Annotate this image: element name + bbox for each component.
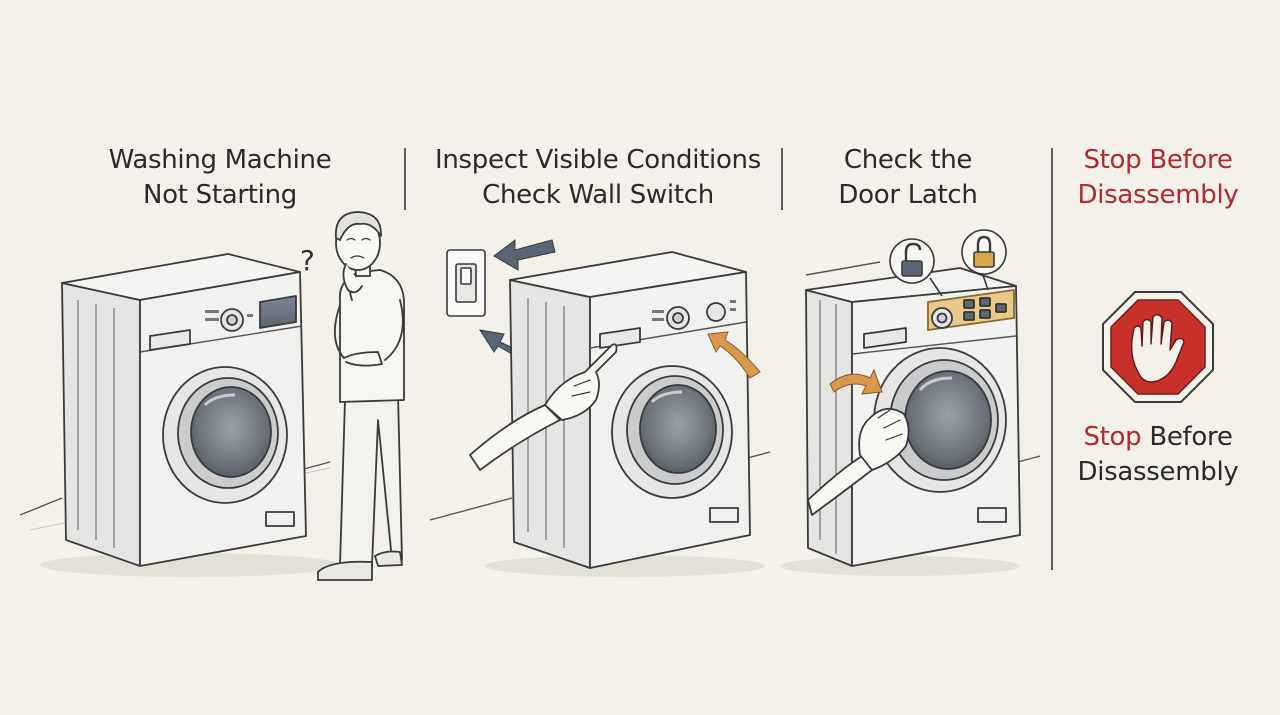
panel-3-title-line2: Door Latch	[838, 180, 978, 210]
panel-3-title-line1: Check the	[843, 145, 973, 175]
panel-4-title-line2: Disassembly	[1077, 180, 1239, 210]
panel-1-scene: ?	[19, 211, 405, 581]
stop-caption-line2: Disassembly	[1077, 457, 1239, 487]
locked-padlock-icon	[961, 229, 1007, 291]
stop-caption-line1: Stop Before	[1068, 420, 1248, 455]
washing-machine-1	[61, 253, 307, 567]
stop-hand-icon	[1130, 314, 1185, 383]
panel-2-title-line2: Check Wall Switch	[482, 180, 714, 210]
arrow-to-control-knob	[707, 331, 761, 379]
arrow-to-switch-top	[493, 238, 556, 271]
panel-dividers	[404, 148, 1053, 570]
hand-on-door	[807, 408, 910, 516]
panel-4-title-line1: Stop Before	[1083, 145, 1233, 175]
panel-1-title-line2: Not Starting	[143, 180, 297, 210]
panel-2-title-line1: Inspect Visible Conditions	[435, 145, 761, 175]
pointing-hand	[469, 343, 618, 471]
panel-1-title-line1: Washing Machine	[108, 145, 332, 175]
question-mark-icon: ?	[300, 244, 315, 277]
unlocked-padlock-icon	[889, 238, 943, 297]
panel-3-scene	[780, 229, 1041, 576]
panel-2-title: Inspect Visible Conditions Check Wall Sw…	[418, 143, 778, 213]
panel-1-title: Washing Machine Not Starting	[92, 143, 348, 213]
wall-switch-icon	[446, 249, 486, 317]
stop-caption: Stop Before Disassembly	[1068, 420, 1248, 490]
washing-machine-3	[805, 267, 1021, 567]
panel-3-title: Check the Door Latch	[808, 143, 1008, 213]
stop-word: Stop	[1083, 422, 1142, 452]
arrow-to-door	[829, 368, 883, 395]
panel-4-title: Stop Before Disassembly	[1066, 143, 1250, 213]
stop-caption-rest: Before	[1141, 422, 1233, 452]
panel-2-scene	[429, 238, 771, 577]
stop-sign	[1102, 291, 1214, 403]
confused-person	[317, 211, 405, 581]
